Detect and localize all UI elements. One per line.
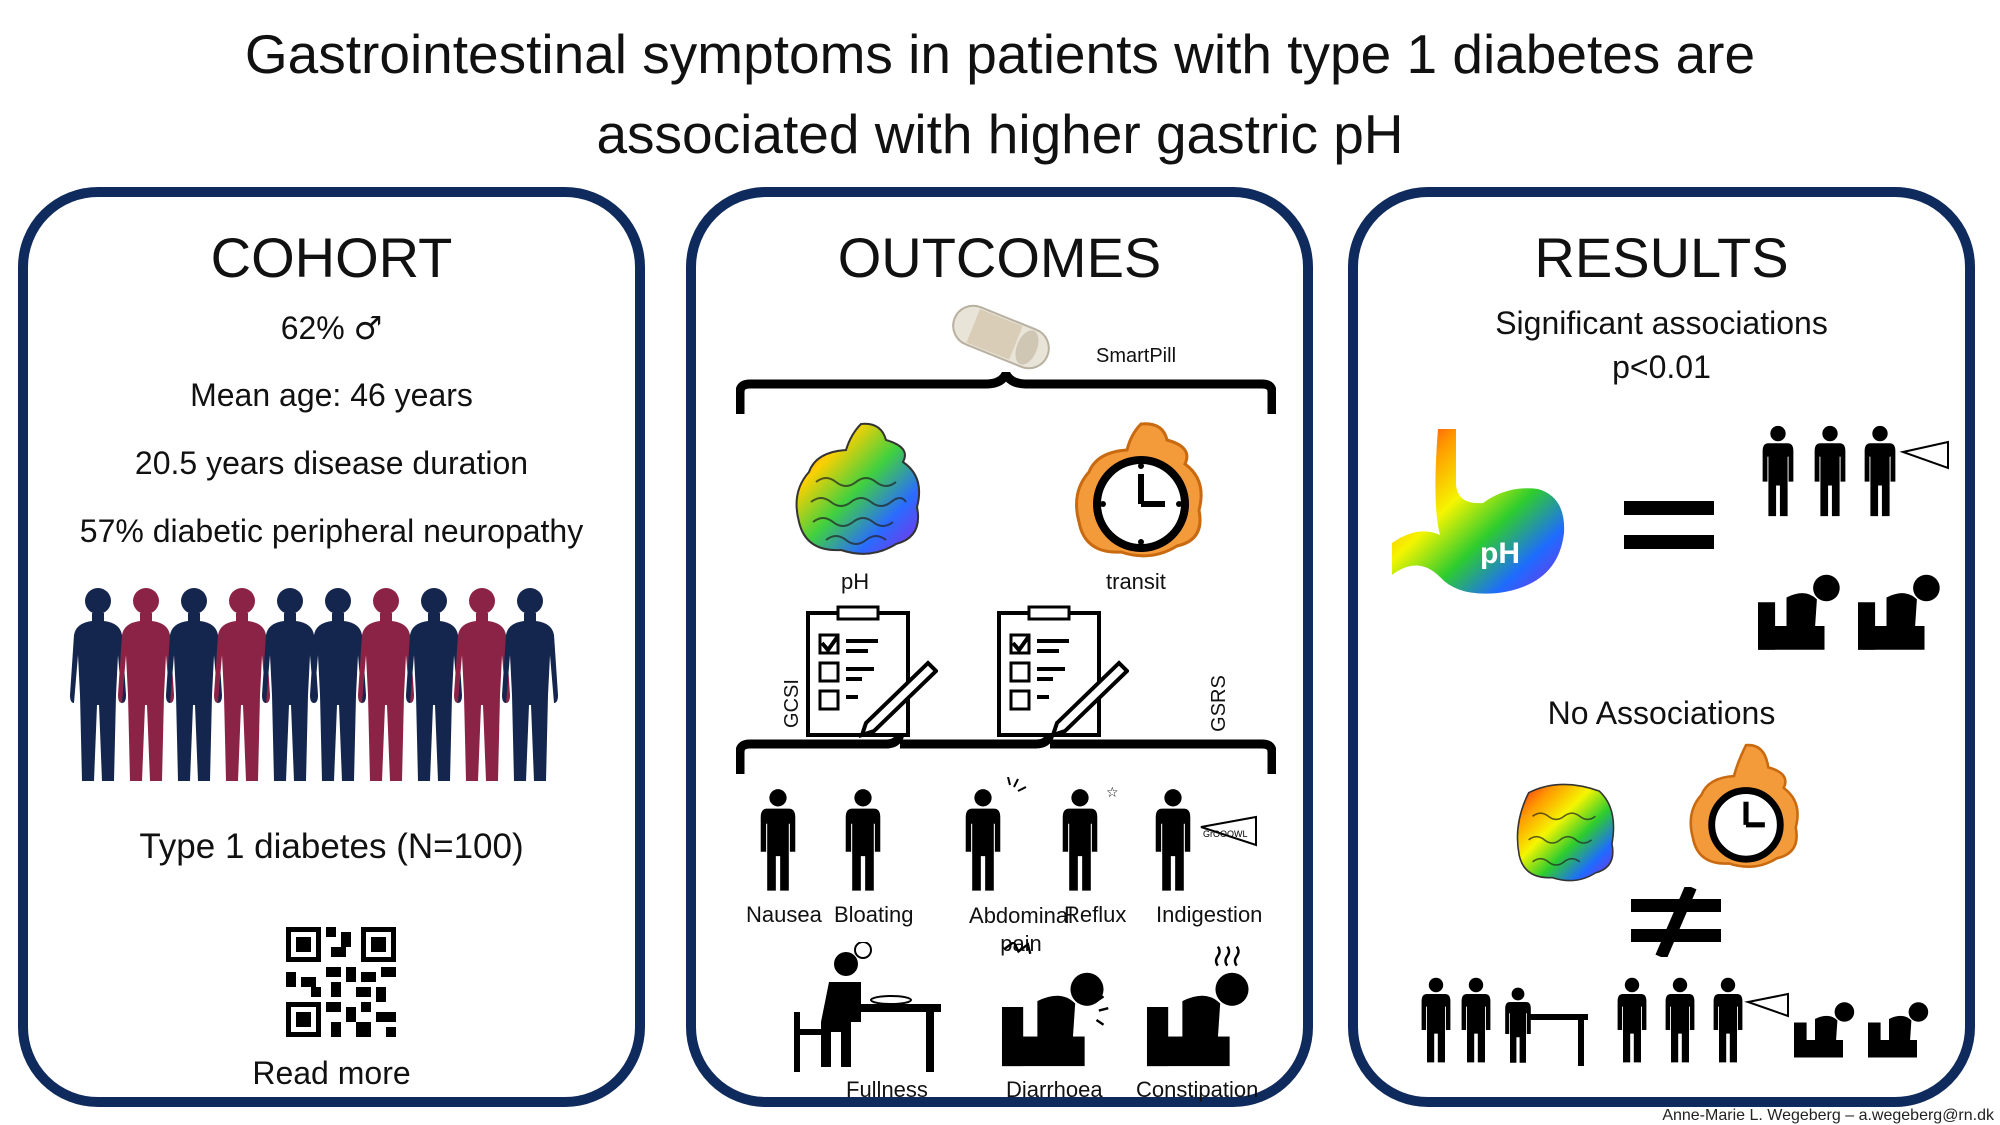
bloating-person-icon xyxy=(1461,977,1491,1063)
rainbow-colon-icon xyxy=(795,422,921,555)
title-line-2: associated with higher gastric pH xyxy=(596,103,1404,165)
male-silhouette-icon xyxy=(262,588,318,781)
symptom-figures-row: ☆ GrOOOWL xyxy=(760,777,1257,891)
smartpill-label: SmartPill xyxy=(1096,345,1177,367)
svg-text:GrOOOWL: GrOOOWL xyxy=(1203,829,1248,839)
read-more-link[interactable]: Read more xyxy=(252,1055,411,1091)
smartpill-capsule-icon xyxy=(952,304,1050,370)
abdominal-pain-person-icon xyxy=(1814,425,1846,517)
significant-associations: Significant associations xyxy=(1495,305,1828,341)
symptom-abdominal-pain: Abdominal pain xyxy=(969,903,1073,956)
male-symbol-icon: ♂ xyxy=(353,309,383,347)
colon-clock-icon xyxy=(1075,422,1203,558)
disease-duration: 20.5 years disease duration xyxy=(134,445,529,481)
svg-text:pH: pH xyxy=(1480,537,1520,570)
not-equals-sign xyxy=(1631,887,1721,957)
male-silhouette-icon xyxy=(406,588,462,781)
ph-label: pH xyxy=(841,569,870,594)
cohort-panel: COHORT 62% ♂ Mean age: 46 years 20.5 yea… xyxy=(18,187,645,1107)
male-silhouette-icon xyxy=(502,588,558,781)
abdominal-pain-person-icon xyxy=(965,777,1027,891)
female-silhouette-icon xyxy=(214,588,270,781)
male-percentage-row: 62% ♂ xyxy=(28,309,635,347)
male-silhouette-icon xyxy=(70,588,126,781)
svg-text:☆: ☆ xyxy=(1106,785,1119,801)
ph-stomach-icon: pH xyxy=(1392,429,1565,594)
outcomes-panel: OUTCOMES SmartPill pH transit xyxy=(686,187,1313,1107)
diarrhoea-person-icon xyxy=(1794,1002,1855,1058)
symptom-constipation: Constipation xyxy=(1136,1077,1259,1102)
gsrs-clipboard-icon xyxy=(997,605,1129,739)
population: Type 1 diabetes (N=100) xyxy=(139,827,524,866)
transit-label: transit xyxy=(1106,569,1166,594)
mean-age: Mean age: 46 years xyxy=(190,377,473,413)
nausea-person-icon xyxy=(1421,977,1451,1063)
colon-clock-icon xyxy=(1689,743,1799,869)
indigestion-person-icon: GrOOOWL xyxy=(1155,789,1257,891)
lower-bracket xyxy=(736,732,1276,774)
symptom-bloating: Bloating xyxy=(834,902,914,927)
male-percentage: 62% xyxy=(280,310,345,346)
equals-sign xyxy=(1624,497,1714,557)
nausea-person-icon xyxy=(760,789,796,891)
female-silhouette-icon xyxy=(454,588,510,781)
male-silhouette-icon xyxy=(310,588,366,781)
fullness-person-icon xyxy=(1505,987,1588,1066)
rainbow-colon-icon xyxy=(1516,783,1615,882)
non-associated-symptoms-row xyxy=(1421,977,1929,1066)
indigestion-person-icon xyxy=(1864,425,1949,517)
symptom-indigestion: Indigestion xyxy=(1156,902,1263,927)
nausea-person-icon xyxy=(1762,425,1794,517)
reflux-person-icon xyxy=(1665,977,1695,1063)
diarrhoea-person-icon xyxy=(1001,942,1109,1067)
author-credit: Anne-Marie L. Wegeberg – a.wegeberg@rn.d… xyxy=(1662,1107,1994,1124)
female-silhouette-icon xyxy=(358,588,414,781)
fullness-person-icon xyxy=(794,942,941,1072)
constipation-person-icon xyxy=(1146,946,1249,1067)
indigestion-person-icon xyxy=(1713,977,1789,1063)
results-panel: RESULTS Significant associations p<0.01 … xyxy=(1348,187,1975,1107)
cohort-silhouettes xyxy=(70,588,558,781)
poster-title: Gastrointestinal symptoms in patients wi… xyxy=(0,14,2000,174)
female-silhouette-icon xyxy=(118,588,174,781)
symptom-reflux: Reflux xyxy=(1064,902,1127,927)
title-line-1: Gastrointestinal symptoms in patients wi… xyxy=(244,23,1756,85)
gcsi-label: GCSI xyxy=(780,679,803,728)
p-value: p<0.01 xyxy=(1612,349,1711,385)
upper-bracket xyxy=(736,372,1276,414)
constipation-person-icon xyxy=(1868,1002,1929,1058)
gsrs-label: GSRS xyxy=(1207,675,1230,732)
reflux-person-icon: ☆ xyxy=(1062,785,1119,891)
results-heading: RESULTS xyxy=(1534,226,1789,289)
symptom-fullness: Fullness xyxy=(846,1077,928,1102)
cohort-heading: COHORT xyxy=(210,226,453,289)
diarrhoea-person-icon xyxy=(1758,574,1840,650)
gcsi-clipboard-icon xyxy=(806,605,938,739)
qr-code-icon[interactable] xyxy=(286,927,396,1037)
no-associations: No Associations xyxy=(1547,695,1776,731)
male-silhouette-icon xyxy=(166,588,222,781)
symptom-diarrhoea: Diarrhoea xyxy=(1006,1077,1103,1102)
abdominal-pain-person-icon xyxy=(1617,977,1647,1063)
bloating-person-icon xyxy=(845,789,881,891)
neuropathy-stat: 57% diabetic peripheral neuropathy xyxy=(79,513,584,549)
symptom-nausea: Nausea xyxy=(746,902,822,927)
significant-symptoms-group xyxy=(1758,425,1949,650)
outcomes-heading: OUTCOMES xyxy=(837,226,1162,289)
constipation-person-icon xyxy=(1858,574,1940,650)
